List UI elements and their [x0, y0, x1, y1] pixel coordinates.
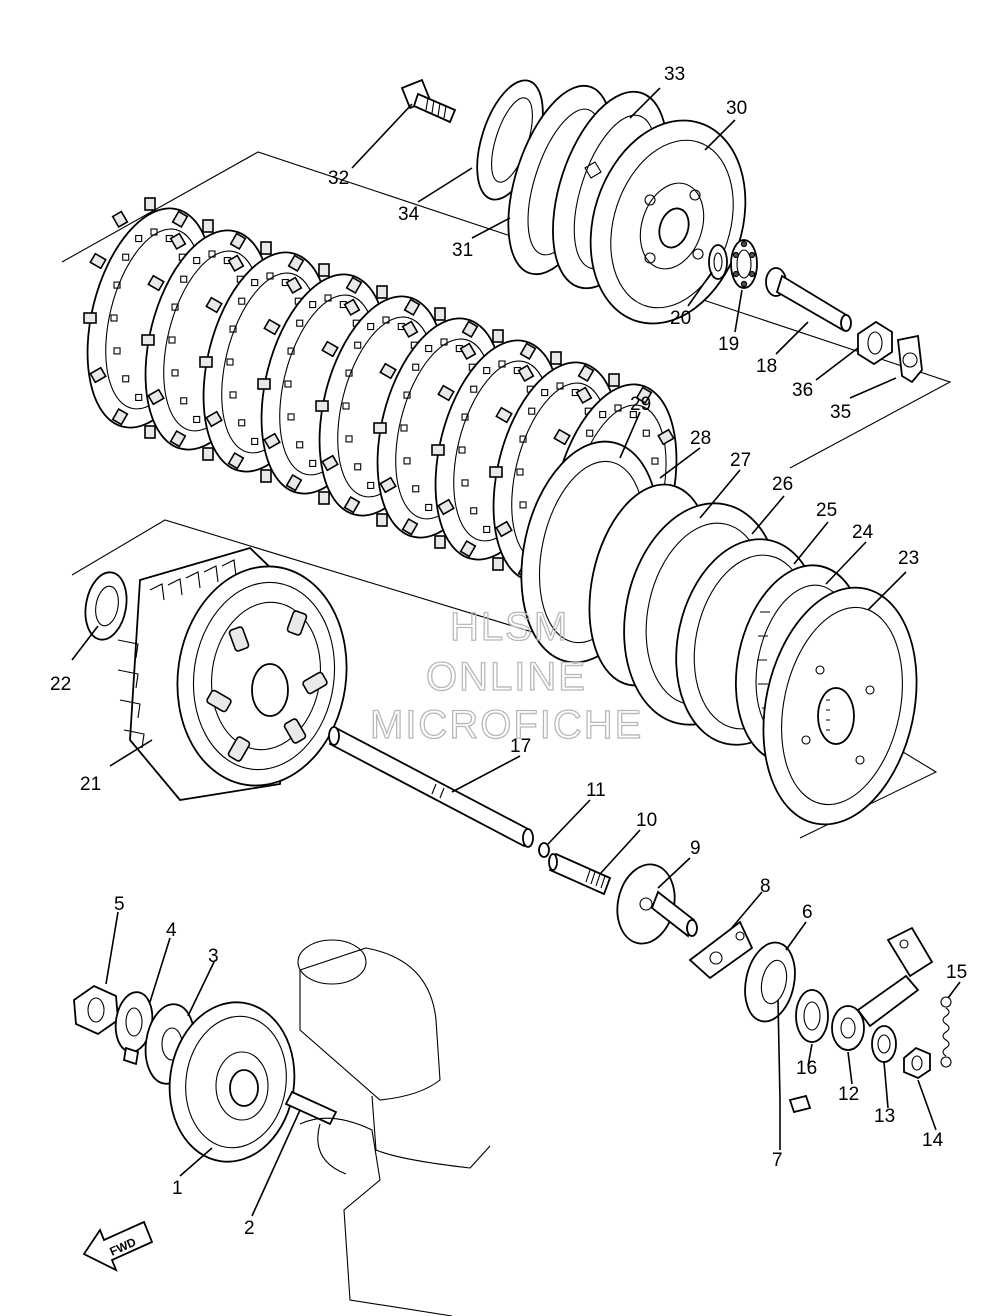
dowel-pin-7: [788, 1094, 812, 1114]
callout-21: 21: [80, 774, 101, 795]
callout-25: 25: [816, 500, 837, 521]
callout-30: 30: [726, 98, 747, 119]
callout-16: 16: [796, 1058, 817, 1079]
callout-27: 27: [730, 450, 751, 471]
callout-4: 4: [166, 920, 177, 941]
watermark-line-1: HLSM: [450, 605, 569, 649]
primary-drive-gear-1: [168, 1001, 296, 1163]
push-rod-18: [765, 267, 852, 332]
callout-5: 5: [114, 894, 125, 915]
nut-5: [73, 984, 119, 1036]
callout-10: 10: [636, 810, 657, 831]
callout-1: 1: [172, 1178, 183, 1199]
callout-7: 7: [772, 1150, 783, 1171]
nut-14: [903, 1046, 931, 1080]
bolt-32: [400, 78, 457, 124]
callout-numbers: 33 30 32 34 31 20 19 18 36 35 29 28 27 2…: [50, 64, 967, 1239]
callout-36: 36: [792, 380, 813, 401]
callout-14: 14: [922, 1130, 944, 1151]
key-2: [284, 1090, 338, 1126]
callout-3: 3: [208, 946, 219, 967]
callout-2: 2: [244, 1218, 255, 1239]
spring-15: [940, 996, 952, 1068]
leader-lines: [71, 87, 961, 1217]
callout-33: 33: [664, 64, 685, 85]
callout-34: 34: [398, 204, 420, 225]
primary-driven-gear-21: [117, 546, 348, 801]
clutch-plate-stack: [83, 197, 681, 615]
pressure-plate-23: [762, 586, 918, 826]
engine-case-sketch: [297, 939, 491, 1316]
lock-washer-35: [897, 334, 923, 384]
push-lever-shaft-10: [548, 852, 612, 896]
callout-20: 20: [670, 308, 691, 329]
callout-29: 29: [630, 394, 651, 415]
push-lever-12: [831, 926, 934, 1051]
thrust-washer-22: [84, 571, 128, 641]
oil-seal-6: [744, 941, 796, 1023]
ball-11: [538, 842, 550, 858]
callout-8: 8: [760, 876, 771, 897]
watermark: HLSM ONLINE MICROFICHE: [369, 604, 643, 747]
nut-36: [857, 320, 893, 366]
callout-35: 35: [830, 402, 851, 423]
plate-8: [688, 920, 754, 980]
push-rod-17: [328, 726, 534, 848]
callout-18: 18: [756, 356, 777, 377]
callout-19: 19: [718, 334, 739, 355]
callout-26: 26: [772, 474, 793, 495]
bushing-16: [795, 989, 829, 1043]
washer-13: [871, 1025, 897, 1063]
callout-22: 22: [50, 674, 71, 695]
callout-32: 32: [328, 168, 349, 189]
callout-6: 6: [802, 902, 813, 923]
push-lever-9: [616, 863, 698, 945]
callout-15: 15: [946, 962, 967, 983]
callout-24: 24: [852, 522, 874, 543]
fwd-arrow-icon: FWD: [82, 1220, 154, 1272]
bearing-19: [730, 239, 758, 289]
callout-9: 9: [690, 838, 701, 859]
callout-11: 11: [586, 780, 606, 801]
callout-12: 12: [838, 1084, 859, 1105]
watermark-line-2: ONLINE: [426, 655, 587, 699]
callout-23: 23: [898, 548, 919, 569]
watermark-line-3: MICROFICHE: [370, 703, 643, 747]
callout-28: 28: [690, 428, 711, 449]
callout-13: 13: [874, 1106, 895, 1127]
washer-20: [708, 244, 728, 280]
lock-washer-4: [114, 991, 154, 1066]
callout-31: 31: [452, 240, 473, 261]
callout-17: 17: [510, 736, 531, 757]
